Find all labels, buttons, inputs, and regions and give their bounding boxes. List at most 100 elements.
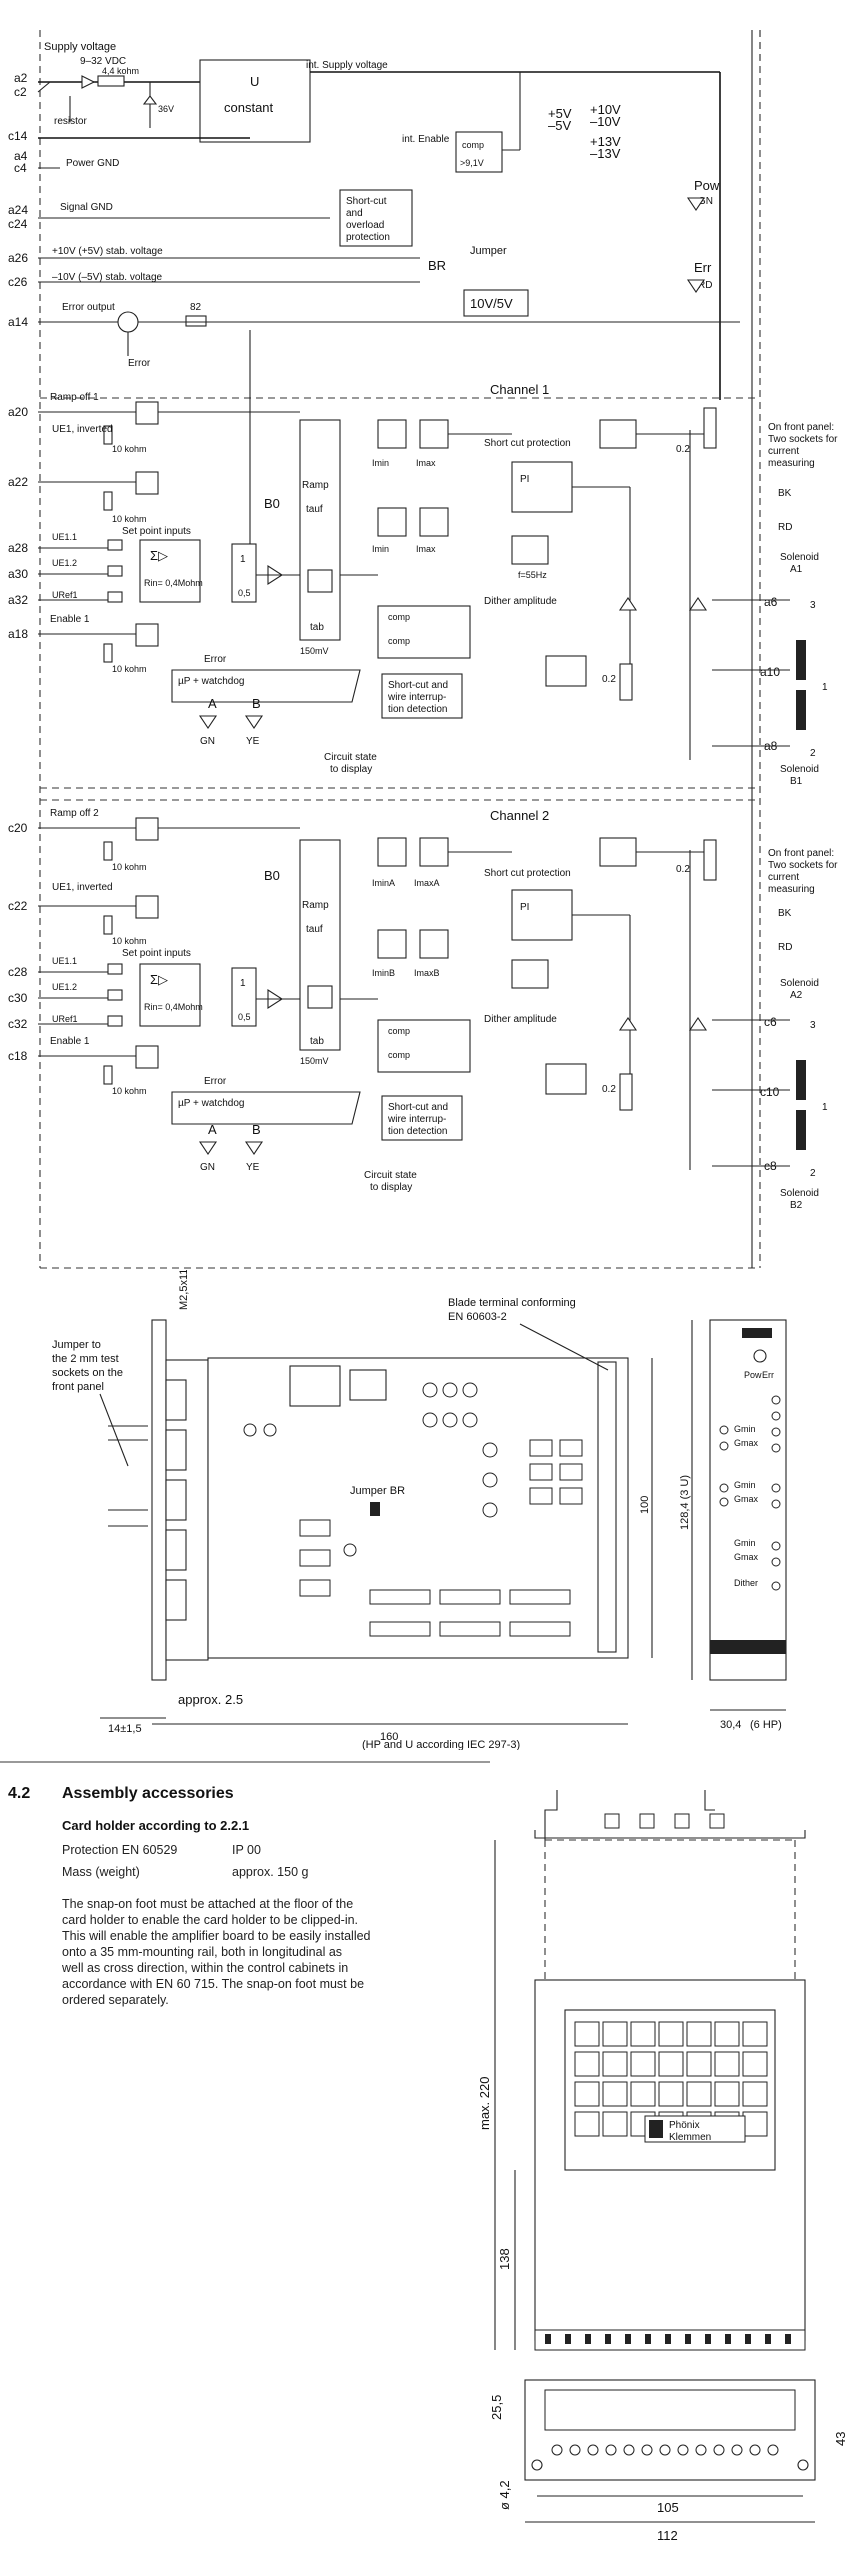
ch2-150mv: 150mV xyxy=(300,1056,329,1066)
ch2-10k-1: 10 kohm xyxy=(112,862,147,872)
section-text: 4.2 Assembly accessories Card holder acc… xyxy=(0,1761,490,2007)
rail-m13: –13V xyxy=(590,146,621,161)
jumper-note-2: the 2 mm test xyxy=(52,1353,119,1365)
pin-c10: c10 xyxy=(760,1085,780,1099)
spec-protection-label: Protection EN 60529 xyxy=(62,1843,177,1857)
ch2-up-watchdog: µP + watchdog xyxy=(178,1098,244,1109)
pcb-board xyxy=(207,1357,629,1659)
ch1-q-imax: Imax xyxy=(416,458,436,468)
fp-gmin1: Gmin xyxy=(734,1424,756,1434)
ch2-sol-b2-2: B2 xyxy=(790,1200,803,1211)
ch2-led-ye: YE xyxy=(246,1162,260,1173)
ch1-front-3: current xyxy=(768,446,799,457)
ch2-r02-bottom: 0.2 xyxy=(602,1084,616,1095)
ch1-sol-a1-1: Solenoid xyxy=(780,552,819,563)
svg-text:comp: comp xyxy=(388,1050,410,1060)
pin-a18: a18 xyxy=(8,627,28,641)
ch2-b0-label: B0 xyxy=(264,868,280,883)
front-plate-side xyxy=(151,1319,167,1681)
scp-line3: overload xyxy=(346,220,384,231)
ue12-label: UE1.2 xyxy=(52,558,77,568)
ch1-p-label: PI xyxy=(520,474,529,485)
fp-gmin3: Gmin xyxy=(734,1538,756,1548)
section-title: Assembly accessories xyxy=(62,1785,234,1802)
blade-terminal-2: EN 60603-2 xyxy=(448,1311,507,1323)
ramp-off2-label: Ramp off 2 xyxy=(50,808,99,819)
ch1-wire-2: wire interrup- xyxy=(387,692,446,703)
ch1-tauf-label: tauf xyxy=(306,504,323,515)
ch1-n1: 1 xyxy=(822,682,828,693)
para-line-5: well as cross direction, within the cont… xyxy=(61,1961,348,1975)
ch1-coil-b xyxy=(796,690,806,730)
ch1-circuit-2: to display xyxy=(330,764,372,775)
pin-c20: c20 xyxy=(8,821,28,835)
ch1-tab-label: tab xyxy=(310,622,324,633)
ue2-inverted-label: UE1, inverted xyxy=(52,882,113,893)
ch1-wire-3: tion detection xyxy=(388,704,448,715)
ch2-wire-3: tion detection xyxy=(388,1126,448,1137)
ch2-n1: 1 xyxy=(822,1102,828,1113)
ch1-coil-a xyxy=(796,640,806,680)
r82-label: 82 xyxy=(190,302,202,313)
jumper-br-block xyxy=(370,1502,380,1516)
pin-c32: c32 xyxy=(8,1017,28,1031)
ch1-sol-a1-2: A1 xyxy=(790,564,803,575)
brand-logo-icon xyxy=(649,2120,663,2138)
ch1-150mv: 150mV xyxy=(300,646,329,656)
ue11-label: UE1.1 xyxy=(52,532,77,542)
blade-terminal-1: Blade terminal conforming xyxy=(448,1297,576,1309)
dim-14: 14±1,5 xyxy=(108,1723,142,1735)
ch2-ue12: UE1.2 xyxy=(52,982,77,992)
ch1-sol-b1-2: B1 xyxy=(790,776,803,787)
u-constant-line1: U xyxy=(250,74,259,89)
err-rd-label: RD xyxy=(698,280,712,291)
ch2-n2: 2 xyxy=(810,1168,816,1179)
ch1-circuit-1: Circuit state xyxy=(324,752,377,763)
pin-a30: a30 xyxy=(8,567,28,581)
ch1-bk: BK xyxy=(778,488,792,499)
ch1-led-b: B xyxy=(252,696,261,711)
ch2-led-a-icon xyxy=(198,1141,218,1155)
supply-voltage-label: Supply voltage xyxy=(44,41,116,53)
power-gnd-label: Power GND xyxy=(66,158,119,169)
pin-c14: c14 xyxy=(8,129,28,143)
error-transistor-icon xyxy=(117,311,139,333)
fuse-label: 4,4 kohm xyxy=(102,66,139,76)
spec-mass-value: approx. 150 g xyxy=(232,1865,308,1879)
ch1-pi-block xyxy=(511,461,573,513)
pin-a6: a6 xyxy=(764,595,778,609)
ch1-scp-label: Short cut protection xyxy=(484,438,571,449)
card-holder-drawing: Phönix Klemmen max. 220 138 25,5 ø 4,2 4… xyxy=(477,1790,848,2543)
fp-gmax1: Gmax xyxy=(734,1438,759,1448)
ch1-led-gn: GN xyxy=(200,736,215,747)
pin-c22: c22 xyxy=(8,899,28,913)
ch2-wire-1: Short-cut and xyxy=(388,1102,448,1113)
ch2-set-point: Set point inputs xyxy=(122,948,191,959)
comp-9v-label: >9,1V xyxy=(460,158,484,168)
pin-a20: a20 xyxy=(8,405,28,419)
svg-text:comp: comp xyxy=(388,612,410,622)
ch2-enable-label: Enable 1 xyxy=(50,1036,90,1047)
svg-text:1: 1 xyxy=(240,554,246,565)
fp-pow: Pow xyxy=(744,1370,762,1380)
pin-c28: c28 xyxy=(8,965,28,979)
channel1-title: Channel 1 xyxy=(490,382,549,397)
fp-gmax2: Gmax xyxy=(734,1494,759,1504)
ch2-dither-label: Dither amplitude xyxy=(484,1014,557,1025)
ch2-tauf-label: tauf xyxy=(306,924,323,935)
ch1-front-4: measuring xyxy=(768,458,815,469)
para-line-7: ordered separately. xyxy=(62,1993,169,2007)
ramp-off1-label: Ramp off 1 xyxy=(50,392,99,403)
ch1-sum-block xyxy=(139,539,201,603)
uref1-label: URef1 xyxy=(52,590,78,600)
ch1-10k-2: 10 kohm xyxy=(112,514,147,524)
ch2-q-imaxa: ImaxA xyxy=(414,878,440,888)
ch1-front-2: Two sockets for xyxy=(768,434,838,445)
rail-m5: –5V xyxy=(548,118,571,133)
svg-text:1: 1 xyxy=(240,978,246,989)
rail-p5: +5V xyxy=(548,106,572,121)
ch1-n2: 2 xyxy=(810,748,816,759)
rail-m10: –10V xyxy=(590,114,621,129)
ch1-led-a: A xyxy=(208,696,217,711)
ub-range-label: 9–32 VDC xyxy=(80,56,126,67)
